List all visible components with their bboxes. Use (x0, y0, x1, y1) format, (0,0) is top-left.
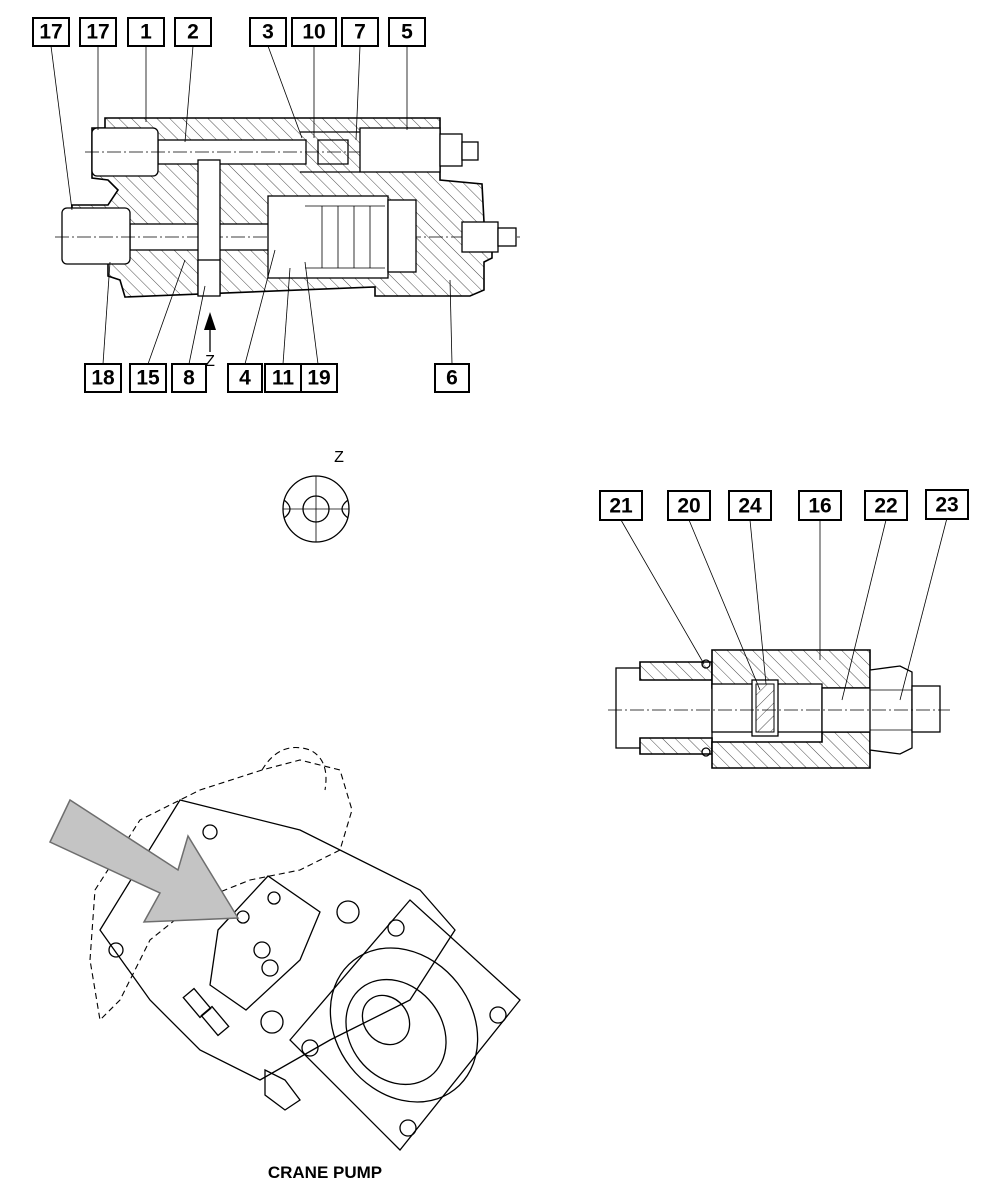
svg-text:4: 4 (239, 367, 251, 390)
lower-plug (61, 207, 131, 265)
view-arrow-label: Z (205, 353, 215, 370)
svg-text:7: 7 (354, 21, 366, 44)
svg-text:17: 17 (86, 21, 109, 44)
pump-shaft-seat (329, 947, 479, 1103)
svg-text:23: 23 (935, 494, 958, 517)
callout-19: 19 (300, 363, 338, 393)
flange-bolt-4 (301, 1039, 319, 1057)
callout-7: 7 (341, 17, 379, 47)
svg-text:22: 22 (874, 495, 897, 518)
callout-21: 21 (599, 490, 643, 521)
cartridge-view: 21 20 24 16 22 23 (599, 489, 969, 769)
svg-text:21: 21 (609, 495, 633, 518)
section-view: Z 17 17 1 2 3 10 (32, 17, 520, 393)
adjust-nut-bottom (461, 221, 499, 253)
callout-8: 8 (171, 363, 207, 393)
cartridge-sleeve (615, 667, 713, 749)
cartridge-5 (359, 127, 441, 173)
svg-text:18: 18 (91, 367, 115, 390)
pump-housing (99, 799, 456, 1081)
callout-4: 4 (227, 363, 263, 393)
spring-cap (387, 199, 417, 273)
svg-text:15: 15 (136, 367, 160, 390)
flange-bolt-3 (399, 1119, 417, 1137)
callout-1: 1 (127, 17, 165, 47)
callout-6: 6 (434, 363, 470, 393)
adjust-screw-bottom (497, 227, 517, 247)
svg-text:2: 2 (187, 21, 199, 44)
callout-5: 5 (388, 17, 426, 47)
callout-11: 11 (264, 363, 302, 393)
adjust-nut-top (439, 133, 463, 167)
detail-view-label: Z (334, 449, 344, 466)
svg-text:16: 16 (808, 495, 831, 518)
pointer-arrow (48, 798, 240, 923)
svg-text:5: 5 (401, 21, 413, 44)
adjust-screw-top (461, 141, 479, 161)
spring-chamber (267, 195, 389, 279)
callout-10: 10 (291, 17, 337, 47)
callout-2: 2 (174, 17, 212, 47)
svg-text:24: 24 (738, 495, 762, 518)
callout-20: 20 (667, 490, 711, 521)
valve-block (209, 875, 321, 1011)
svg-text:6: 6 (446, 367, 458, 390)
svg-text:17: 17 (39, 21, 62, 44)
svg-text:10: 10 (302, 21, 325, 44)
flange-bolt-1 (387, 919, 405, 937)
callout-24: 24 (728, 490, 772, 521)
callout-18: 18 (84, 363, 122, 393)
detail-view-z: Z (282, 449, 350, 543)
callout-22: 22 (864, 490, 908, 521)
callout-16: 16 (798, 490, 842, 521)
svg-text:11: 11 (272, 367, 295, 390)
svg-text:8: 8 (183, 367, 195, 390)
pump-flange (289, 899, 521, 1151)
svg-text:19: 19 (307, 367, 330, 390)
callout-23: 23 (925, 489, 969, 520)
callout-15: 15 (129, 363, 167, 393)
svg-text:1: 1 (140, 21, 152, 44)
svg-text:3: 3 (262, 21, 274, 44)
callout-3: 3 (249, 17, 287, 47)
orifice-8 (197, 259, 221, 297)
callout-17b: 17 (79, 17, 117, 47)
pump-caption: CRANE PUMP (267, 1163, 383, 1182)
svg-text:20: 20 (677, 495, 700, 518)
adjust-screw-23 (911, 685, 941, 733)
crane-pump-view (48, 746, 521, 1151)
flange-bolt-2 (489, 1006, 507, 1024)
callout-17a: 17 (32, 17, 70, 47)
